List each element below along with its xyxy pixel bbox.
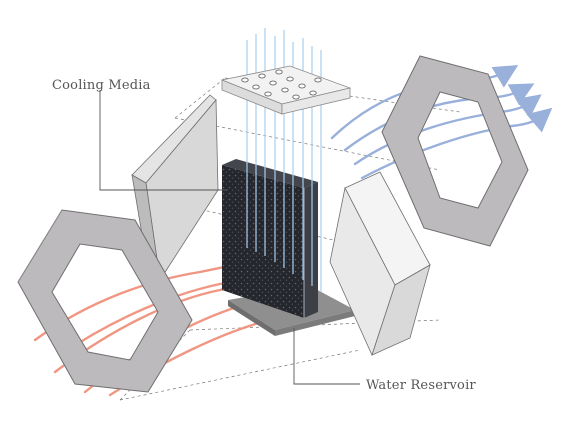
water-distributor (220, 65, 352, 115)
water-reservoir-label: Water Reservoir (366, 378, 476, 393)
right-side-panel (329, 171, 431, 357)
cooling-media-leader (99, 90, 228, 191)
leader-lines (99, 90, 360, 385)
outlet-hexagon-frame (381, 55, 529, 247)
inlet-hexagon-frame (17, 209, 193, 393)
water-reservoir-leader (293, 328, 360, 385)
cooling-media-label: Cooling Media (52, 78, 151, 93)
